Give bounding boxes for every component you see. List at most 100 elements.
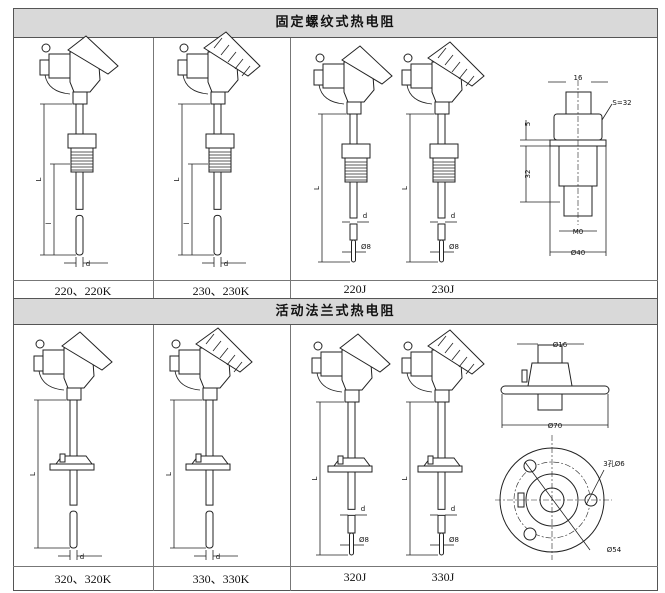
neck [210, 91, 226, 105]
protection-tube [205, 469, 214, 506]
protection-tube [205, 510, 214, 549]
neck [434, 101, 450, 115]
stem-lower [537, 393, 563, 411]
stem [75, 103, 84, 135]
dimension-label: Ø8 [361, 243, 371, 251]
dimension-label: 16 [574, 74, 583, 82]
lid-rib [227, 51, 237, 63]
lid-rib [205, 333, 215, 345]
flange-plate [185, 463, 231, 471]
hex-nut [341, 143, 371, 159]
ring-icon [41, 43, 51, 53]
protection-tube [437, 514, 446, 534]
reduced-tip [349, 532, 354, 556]
protection-tube [347, 514, 356, 534]
protection-tube [437, 223, 446, 241]
lid-rib [212, 340, 222, 352]
dimension-label: 3孔Ø6 [603, 460, 625, 468]
chain [316, 372, 343, 393]
chain [406, 84, 433, 105]
protection-tube [437, 181, 446, 219]
divider [290, 38, 291, 298]
cable-gland [401, 357, 412, 374]
lid-rib [241, 65, 251, 77]
dimension-label: Ø8 [449, 243, 459, 251]
chain [38, 370, 65, 391]
head-lid [341, 45, 393, 85]
section-header-thread: 固定螺纹式热电阻 [13, 8, 658, 38]
divider [13, 566, 658, 567]
dimension-label: d [451, 505, 455, 513]
protection-tube [75, 171, 84, 210]
stem [213, 103, 222, 135]
leader-line [601, 103, 613, 121]
flange-plate [417, 465, 463, 473]
stem [69, 399, 78, 463]
dimension-label: d [451, 212, 455, 220]
ring-icon [179, 43, 189, 53]
neck [344, 389, 360, 403]
chain [174, 370, 201, 391]
flange-screw [337, 455, 344, 465]
dimension-label: Ø40 [571, 249, 585, 257]
reduced-tip [351, 239, 356, 263]
protection-tube [349, 181, 358, 219]
chain [318, 84, 345, 105]
hex-nut [429, 143, 459, 159]
cable-gland [169, 355, 180, 372]
neck [346, 101, 362, 115]
model-label: 320J [343, 570, 367, 584]
hex-nut [67, 133, 97, 149]
terminal-box [178, 349, 202, 375]
flange-cone [527, 362, 573, 387]
model-label: 330J [431, 570, 455, 584]
leader-line [524, 461, 591, 551]
dimension-label: L [35, 177, 43, 181]
dimension-label: 32 [524, 170, 532, 179]
terminal-box [410, 63, 434, 89]
divider [153, 325, 154, 591]
ring-icon [171, 339, 181, 349]
terminal-box [410, 351, 434, 377]
model-label: 220、220K [54, 284, 112, 298]
lid-rib [219, 347, 229, 359]
dimension-label: S=32 [612, 99, 631, 107]
dimension-label: l [45, 222, 53, 224]
probe-drawing: Lld [35, 35, 119, 268]
model-label: 230J [431, 282, 455, 296]
ring-icon [35, 339, 45, 349]
dimension-label: d [363, 212, 367, 220]
lid-rib [458, 68, 468, 80]
stem [349, 113, 358, 145]
dimension-label: d [216, 553, 220, 561]
neck [66, 387, 82, 401]
protection-tube [349, 223, 358, 241]
chain [182, 74, 209, 95]
flange-screw [195, 453, 202, 463]
dimension-label: Ø54 [607, 546, 622, 554]
stem [437, 401, 446, 465]
ring-icon [313, 341, 323, 351]
dimension-label: d [224, 260, 228, 268]
cable-gland [311, 357, 322, 374]
lid-rib [444, 342, 454, 354]
dimension-label: L [311, 476, 319, 480]
head-lid [67, 35, 119, 75]
dimension-label: 5 [524, 122, 532, 126]
protection-tube [213, 171, 222, 210]
dimension-label: d [361, 505, 365, 513]
bolt-hole [523, 459, 537, 473]
dimension-label: L [401, 476, 409, 480]
protection-tube [213, 214, 222, 256]
probe-drawing: Ld [29, 331, 113, 561]
flange-screw [521, 369, 528, 383]
flange-screw [427, 455, 434, 465]
lid-rib [233, 361, 243, 373]
divider [290, 325, 291, 591]
flange-plate [500, 385, 610, 395]
dimension-label: d [80, 553, 84, 561]
dimension-label: L [313, 186, 321, 190]
